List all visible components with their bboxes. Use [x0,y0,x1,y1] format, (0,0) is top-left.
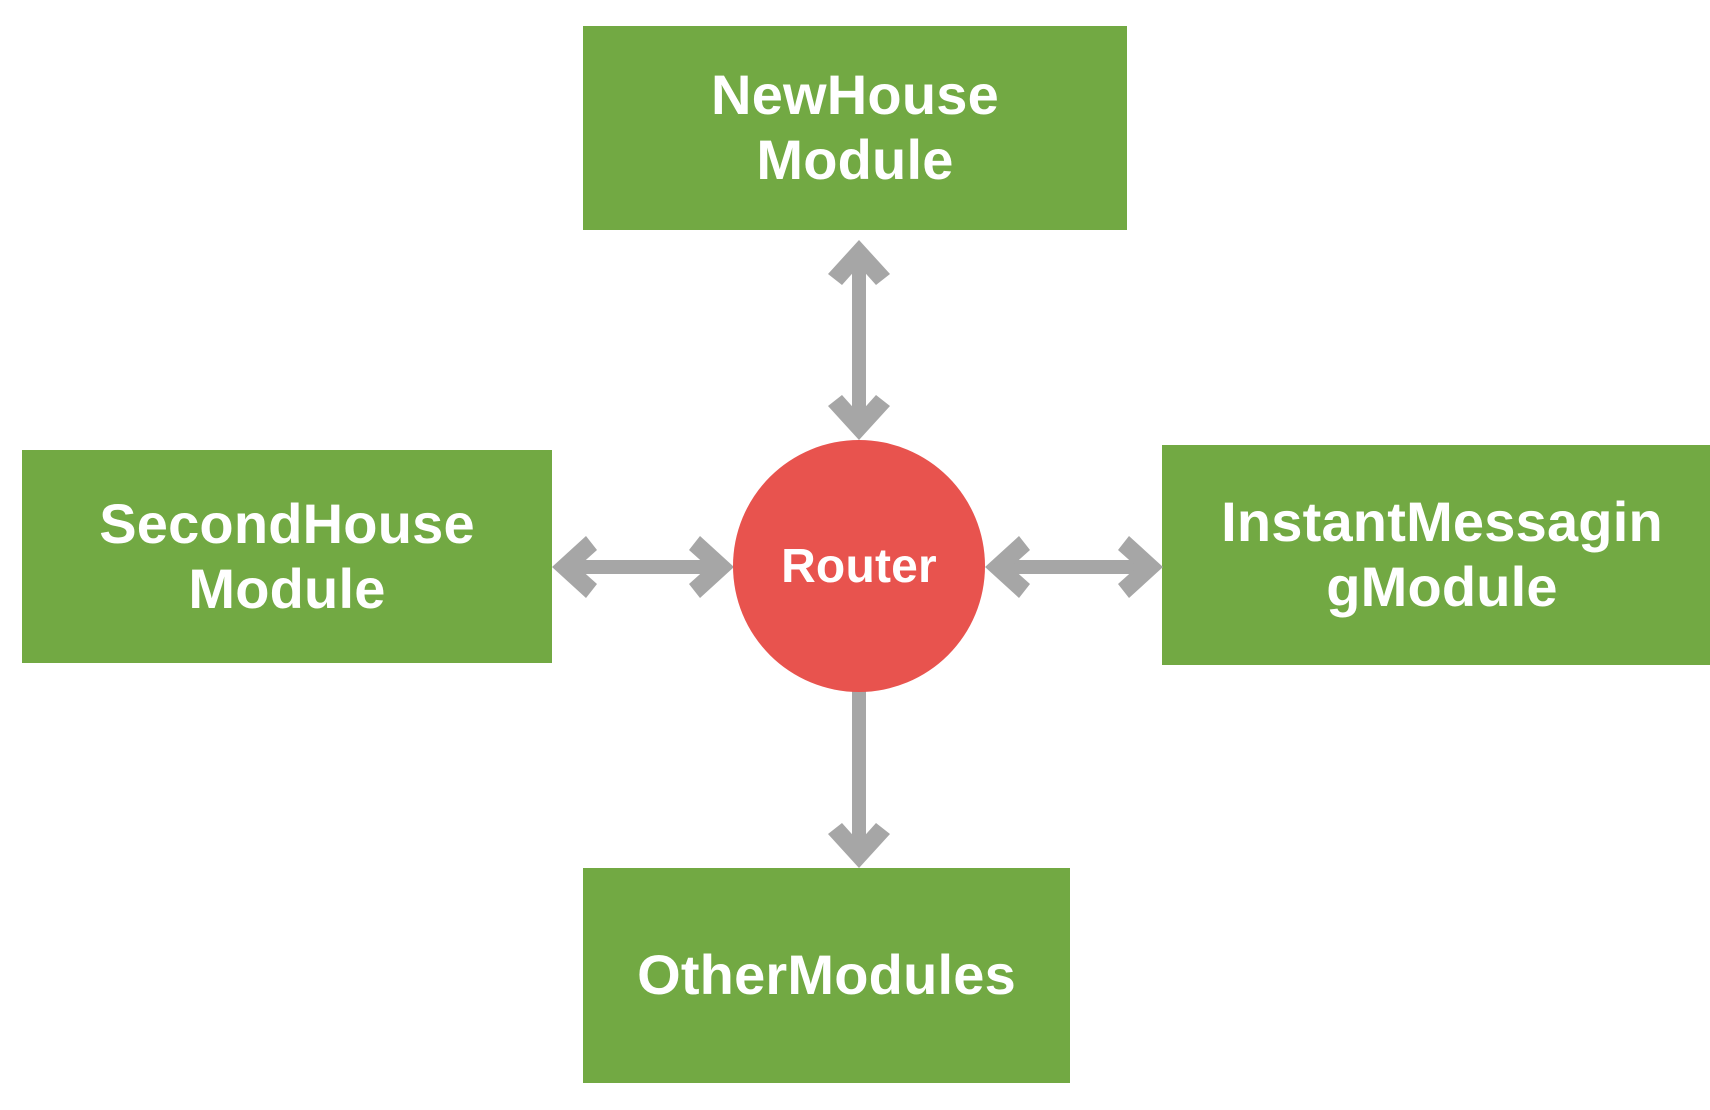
connector-arrow-left [552,536,734,598]
module-box-othermodules[interactable]: OtherModules [583,868,1070,1083]
module-box-secondhouse[interactable]: SecondHouse Module [22,450,552,663]
router-node[interactable]: Router [733,440,985,692]
connector-arrow-right [985,536,1163,598]
module-box-newhouse[interactable]: NewHouse Module [583,26,1127,230]
module-box-instantmessaging[interactable]: InstantMessagin gModule [1162,445,1710,665]
connector-arrow-top [828,240,890,440]
